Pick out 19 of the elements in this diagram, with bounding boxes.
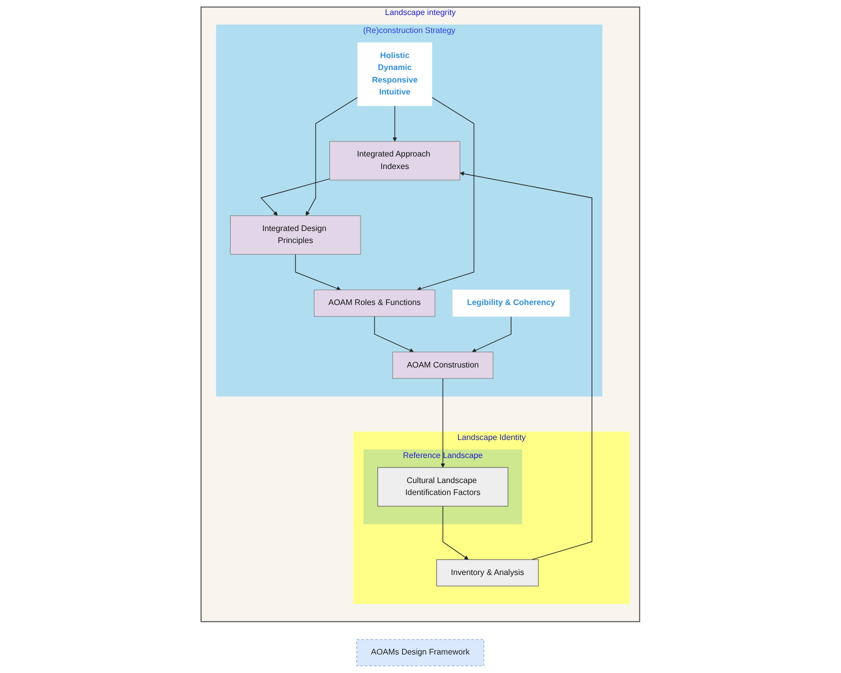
node-box: AOAMs Design Framework — [356, 639, 484, 666]
node-box: Integrated Approach Indexes — [330, 141, 460, 180]
node-box: AOAM Roles & Functions — [314, 290, 436, 317]
node-box: Inventory & Analysis — [436, 559, 539, 586]
node-box: AOAM Construstion — [392, 352, 494, 379]
node-box: Legibility & Coherency — [452, 290, 570, 317]
node-box: Cultural Landscape Identification Factors — [378, 467, 508, 506]
arrow — [416, 97, 474, 291]
arrow — [374, 316, 414, 352]
arrow — [442, 506, 469, 560]
node-box: Integrated Design Principles — [230, 215, 361, 255]
arrow — [295, 254, 342, 291]
arrow — [472, 316, 512, 352]
arrow — [260, 178, 330, 216]
node-box: Holistic Dynamic Responsive Intuitive — [358, 42, 432, 106]
arrow — [440, 378, 446, 468]
arrow — [460, 172, 592, 560]
arrow — [306, 97, 358, 216]
arrow — [392, 105, 398, 142]
